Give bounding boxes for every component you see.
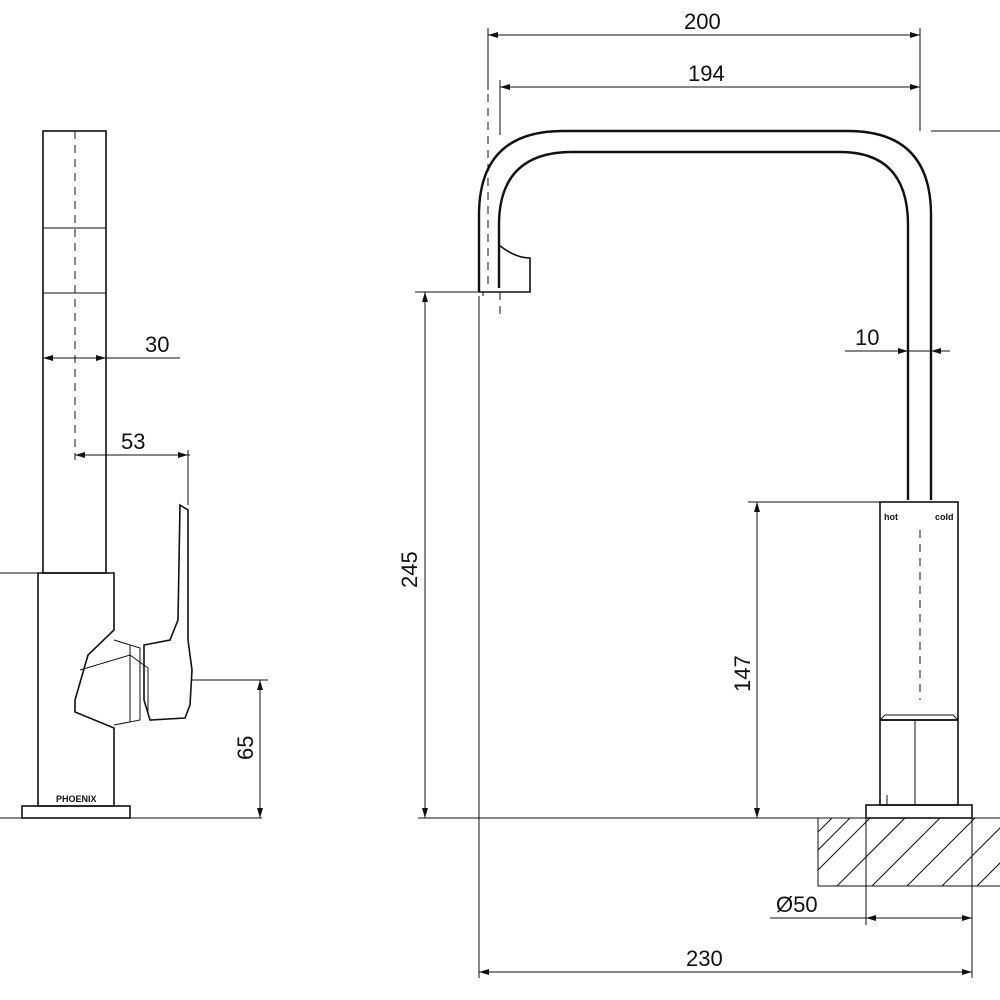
svg-text:10: 10 (855, 325, 879, 350)
svg-text:245: 245 (397, 551, 422, 588)
svg-text:Ø50: Ø50 (776, 892, 818, 917)
spout-inner (497, 150, 910, 500)
svg-text:194: 194 (688, 61, 725, 86)
side-lever-handle (143, 503, 193, 721)
front-view: hot cold (397, 9, 1000, 978)
dimension-65: 65 (192, 679, 268, 818)
dimension-diameter-50: Ø50 (770, 886, 973, 925)
svg-text:53: 53 (121, 429, 145, 454)
side-view: PHOENIX 30 53 65 (0, 130, 268, 819)
dimension-245: 245 (397, 291, 480, 818)
lower-body (879, 719, 959, 806)
svg-text:30: 30 (145, 332, 169, 357)
dimension-230: 230 (478, 296, 973, 978)
front-base-plate (865, 804, 973, 819)
svg-text:230: 230 (686, 946, 723, 971)
dimension-30: 30 (43, 332, 180, 361)
side-base-plate (21, 805, 131, 819)
dimension-147: 147 (730, 501, 880, 818)
svg-text:147: 147 (730, 655, 755, 692)
dimension-194: 194 (499, 61, 920, 135)
side-upper-column (42, 130, 107, 574)
dimension-200: 200 (487, 9, 921, 131)
dimension-53: 53 (75, 429, 190, 505)
side-lower-body (37, 572, 115, 807)
svg-text:65: 65 (233, 736, 258, 760)
dimension-10: 10 (845, 325, 950, 354)
hot-label: hot (884, 512, 898, 522)
handle-body (879, 501, 959, 721)
brand-label: PHOENIX (56, 794, 97, 804)
cold-label: cold (935, 512, 954, 522)
svg-text:200: 200 (684, 9, 721, 34)
benchtop-section (818, 818, 1000, 886)
spout-outer (477, 129, 933, 500)
spout-tip (479, 244, 531, 293)
